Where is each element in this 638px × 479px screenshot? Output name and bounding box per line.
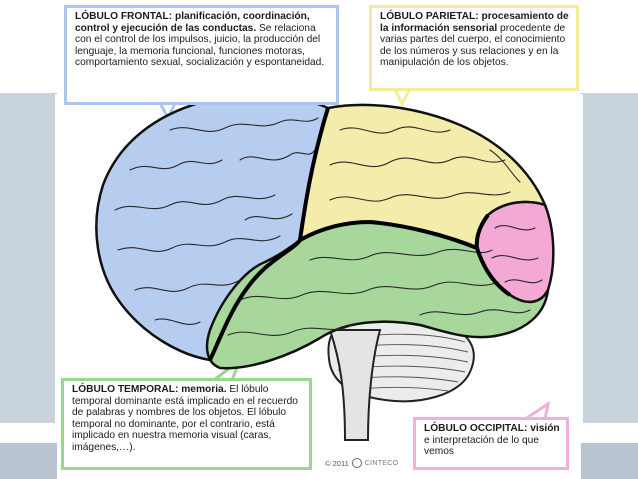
parietal-callout-title: LÓBULO PARIETAL: procesamiento de la inf… <box>380 11 569 34</box>
temporal-callout-text: El lóbulo temporal dominante está implic… <box>72 384 298 453</box>
slide-left-band <box>0 93 55 423</box>
parietal-callout-text: procedente de varias partes del cuerpo, … <box>380 22 566 69</box>
brand-logo-icon <box>351 458 362 468</box>
slide-right-band <box>583 93 638 423</box>
temporal-lobe-callout: LÓBULO TEMPORAL: memoria. El lóbulo temp… <box>61 378 312 470</box>
brain-stem <box>328 329 382 441</box>
central-sulcus <box>298 107 330 241</box>
frontal-lobe-callout: LÓBULO FRONTAL: planificación, coordinac… <box>64 5 339 105</box>
copyright-year: © 2011 <box>325 458 349 468</box>
parieto-occipital-sulcus <box>474 213 512 297</box>
parietal-lobe-callout: LÓBULO PARIETAL: procesamiento de la inf… <box>369 5 579 91</box>
frontal-callout-title: LÓBULO FRONTAL: planificación, coordinac… <box>75 11 310 34</box>
occipital-callout-title: LÓBULO OCCIPITAL: visión <box>424 423 560 434</box>
gyri-lines <box>114 117 543 336</box>
occipital-callout-text: e interpretación de lo que vemos <box>424 434 539 458</box>
parietal-pointer <box>392 87 413 108</box>
temporal-callout-title: LÓBULO TEMPORAL: memoria. <box>72 384 227 395</box>
brand-name: CINTECO <box>364 459 399 467</box>
lateral-sulcus <box>208 219 478 361</box>
frontal-callout-text: Se relaciona con el control de los impul… <box>75 22 325 69</box>
copyright-credit: © 2011 CINTECO <box>325 458 398 468</box>
occipital-lobe-callout: LÓBULO OCCIPITAL: visión e interpretació… <box>413 417 569 470</box>
